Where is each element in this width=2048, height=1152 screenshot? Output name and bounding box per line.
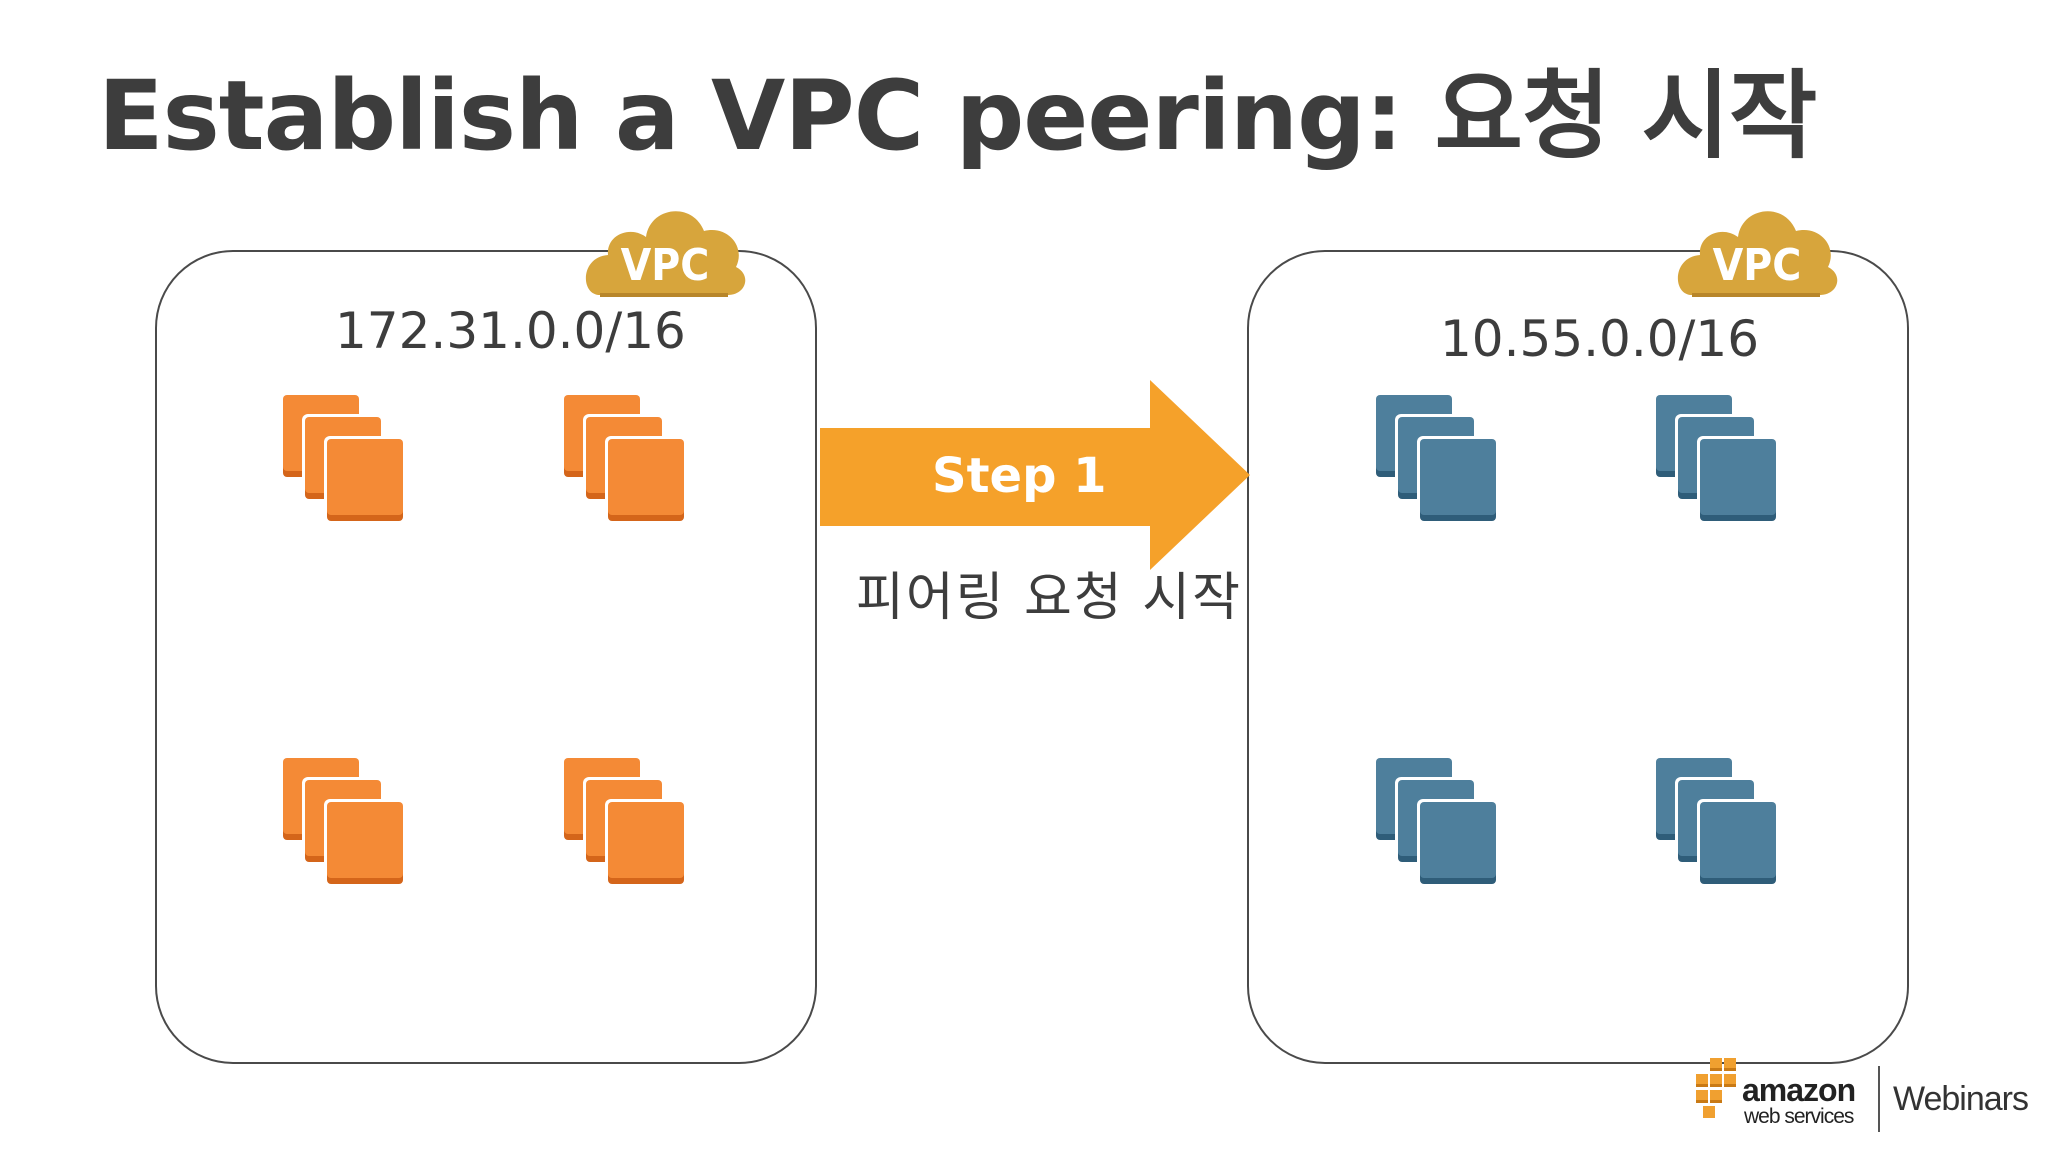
ec2-instances-icon: [564, 395, 684, 521]
ec2-instances-icon: [1376, 395, 1496, 521]
vpc-cloud-icon: VPC: [1677, 211, 1838, 297]
arrow-caption: 피어링 요청 시작: [856, 568, 1242, 628]
logo-webinars-text: Webinars: [1893, 1080, 2029, 1118]
aws-webinars-logo: amazon web services Webinars: [1690, 1056, 2030, 1136]
step-arrow: [820, 380, 1250, 570]
vpc-cidr: 172.31.0.0/16: [335, 302, 686, 360]
aws-cubes-icon: [1696, 1058, 1736, 1118]
vpc-left-container: [155, 250, 817, 1064]
ec2-instances-icon: [564, 758, 684, 884]
vpc-cidr: 10.55.0.0/16: [1440, 310, 1760, 368]
logo-divider: [1878, 1066, 1880, 1132]
vpc-right-container: [1247, 250, 1909, 1064]
ec2-instances-icon: [1656, 758, 1776, 884]
slide-title: Establish a VPC peering: 요청 시작: [98, 60, 1817, 172]
ec2-instances-icon: [283, 758, 403, 884]
step-label: Step 1: [932, 448, 1107, 504]
ec2-instances-icon: [1656, 395, 1776, 521]
logo-amazon-text: amazon: [1742, 1072, 1856, 1108]
ec2-instances-icon: [283, 395, 403, 521]
ec2-instances-icon: [1376, 758, 1496, 884]
logo-webservices-text: web services: [1744, 1105, 1854, 1128]
vpc-badge-label: VPC: [621, 240, 710, 291]
vpc-cloud-icon: VPC: [585, 211, 746, 297]
vpc-badge-label: VPC: [1713, 240, 1802, 291]
